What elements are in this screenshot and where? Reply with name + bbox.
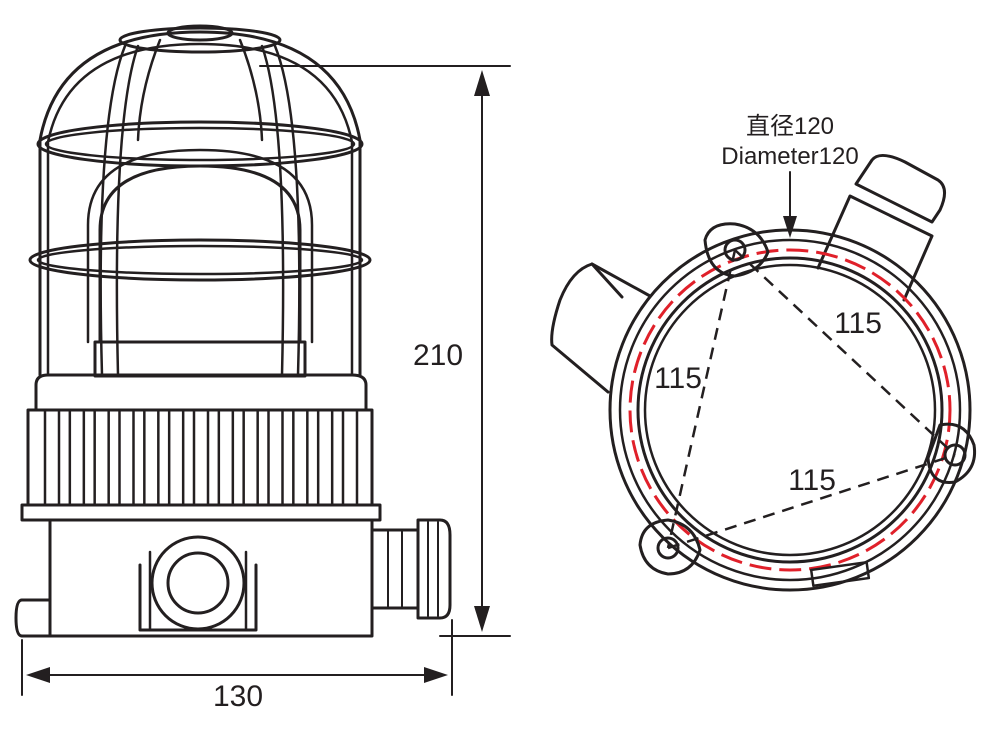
base-rib bbox=[118, 408, 135, 507]
mounting-lug-right bbox=[926, 422, 977, 484]
wire-guard bbox=[28, 24, 372, 377]
mounting-lug-top bbox=[703, 222, 770, 278]
spacing-label-top-right: 115 bbox=[834, 307, 882, 340]
diameter-label-chinese: 直径120 bbox=[746, 113, 834, 140]
left-cable-gland bbox=[550, 262, 652, 394]
flange-top-view: 115 115 115 直径120 Diameter120 bbox=[550, 113, 977, 592]
base-rib bbox=[341, 408, 359, 507]
mounting-lug-bottom bbox=[638, 518, 702, 576]
width-label: 130 bbox=[213, 680, 263, 713]
ribbed-base bbox=[26, 373, 374, 507]
base-rib bbox=[267, 408, 284, 507]
base-rib bbox=[292, 408, 309, 507]
base-rib bbox=[217, 408, 235, 507]
height-dimension: 210 bbox=[259, 65, 511, 637]
base-rib bbox=[143, 408, 160, 507]
arrow-down-icon bbox=[783, 216, 797, 238]
lamp-side-view: 210 130 bbox=[14, 24, 511, 713]
base-rib bbox=[192, 408, 210, 507]
base-rib bbox=[68, 408, 86, 507]
spacing-label-bottom: 115 bbox=[788, 464, 836, 497]
glass-globe bbox=[86, 148, 314, 378]
diameter-label-english: Diameter120 bbox=[721, 143, 858, 170]
base-rib bbox=[43, 408, 61, 507]
base-rib bbox=[93, 408, 110, 507]
base-rib bbox=[167, 408, 185, 507]
base-rib bbox=[242, 408, 259, 507]
hole-spacing-triangle bbox=[666, 249, 956, 550]
ribs-group bbox=[43, 408, 359, 507]
diameter-callout: 直径120 Diameter120 bbox=[721, 113, 859, 238]
top-right-cable-gland bbox=[816, 154, 946, 302]
width-dimension: 130 bbox=[21, 619, 453, 713]
spacing-label-left: 115 bbox=[654, 362, 702, 395]
base-rib bbox=[316, 408, 334, 507]
diameter-circle bbox=[628, 248, 952, 572]
front-cable-entry bbox=[138, 535, 258, 632]
height-label: 210 bbox=[413, 339, 463, 372]
junction-box-body bbox=[14, 503, 452, 638]
